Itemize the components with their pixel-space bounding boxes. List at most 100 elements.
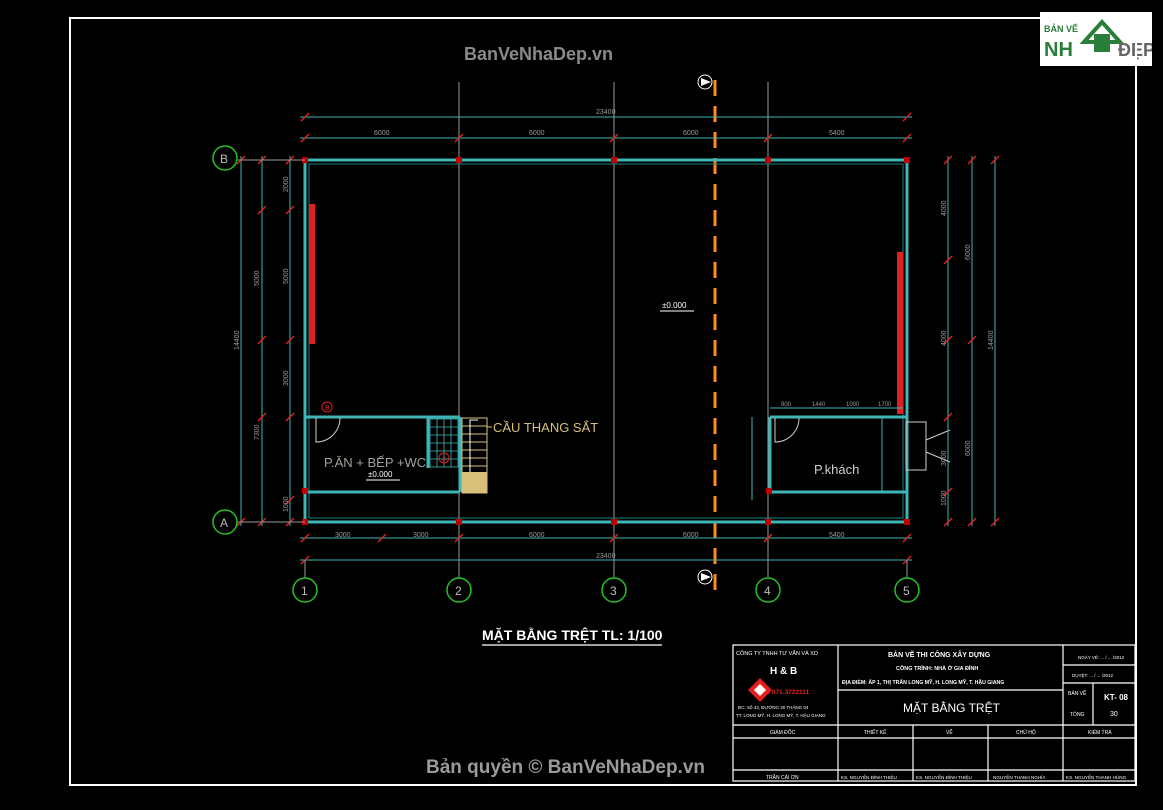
bottom-span-2: 3000 <box>413 532 429 539</box>
tick-right-inner-0 <box>943 155 953 165</box>
right-dim-4: 1000 <box>941 490 948 506</box>
top-span-4: 5400 <box>829 130 845 137</box>
tick-right-inner-5 <box>943 517 953 527</box>
drawing-frame <box>69 17 1137 786</box>
bottom-span-3: 6000 <box>529 532 545 539</box>
tag-b: B <box>325 405 330 412</box>
bottom-span-4: 6000 <box>683 532 699 539</box>
tb-date-1: NGÀY VẼ: ... / ... /2012 <box>1078 654 1125 660</box>
axis-col-label-5: 5 <box>903 584 910 598</box>
tick-left-mid-1 <box>257 205 267 215</box>
axis-col-label-1: 1 <box>301 584 308 598</box>
tb-role-1: GIÁM ĐỐC <box>770 729 796 736</box>
company-logo-mark <box>748 678 772 702</box>
left-outer: 14400 <box>234 330 241 350</box>
tick-right-inner-2 <box>943 335 953 345</box>
tb-name-3: KS. NGUYỄN ĐÌNH THIỆU <box>916 773 972 780</box>
level-kitchen: ±0.000 <box>368 470 393 479</box>
room-dimensions: 900 1440 1000 1700 <box>751 402 903 500</box>
tick-right-inner-3 <box>943 412 953 422</box>
interior-walls <box>305 415 907 494</box>
left-dimension-ticks <box>236 155 295 527</box>
tb-name-5: KS. NGUYỄN THANH HÙNG <box>1066 774 1127 780</box>
tb-date-2: DUYỆT: ... / ... /2012 <box>1072 671 1114 678</box>
tick-left-inner-1 <box>285 205 295 215</box>
tb-role-2: THIẾT KẾ <box>864 729 887 736</box>
left-dim-3: 3000 <box>283 370 290 386</box>
left-lower: 7300 <box>254 424 261 440</box>
tick-top-span-3 <box>763 133 773 143</box>
tb-project-line-2: ĐỊA ĐIỂM: ẤP 1, THỊ TRẤN LONG MỸ, H. LON… <box>842 679 1004 686</box>
tb-role-4: CHỦ HỘ <box>1016 729 1036 736</box>
section-tags: B A <box>321 401 450 464</box>
room-label-kitchen: P.ĂN + BẾP +WC <box>324 455 426 470</box>
logo-text-1: BẢN VẼ <box>1044 23 1078 34</box>
left-dim-4: 1000 <box>283 496 290 512</box>
tick-left-mid-3 <box>257 412 267 422</box>
bottom-dimension-ticks <box>300 533 912 565</box>
tick-top-outer-1 <box>902 112 912 122</box>
right-dimension-ticks <box>943 155 1000 527</box>
tick-right-mid-1 <box>967 335 977 345</box>
tick-right-inner-4 <box>943 487 953 497</box>
level-main: ±0.000 <box>662 301 687 310</box>
tick-right-mid-0 <box>967 155 977 165</box>
watermark-top: BanVeNhaDep.vn <box>464 44 614 64</box>
right-mid-1: 6000 <box>965 244 972 260</box>
tick-bottom-span-4 <box>763 533 773 543</box>
right-dim-1: 4000 <box>941 200 948 216</box>
axis-col-label-3: 3 <box>610 584 617 598</box>
tb-project-line-1: CÔNG TRÌNH: NHÀ Ở GIA ĐÌNH <box>896 664 978 672</box>
room-dim-1: 900 <box>781 402 792 408</box>
tick-top-outer-0 <box>300 112 310 122</box>
left-dim-1: 2000 <box>283 176 290 192</box>
tick-top-span-1 <box>454 133 464 143</box>
tick-bottom-span-1 <box>377 533 387 543</box>
right-mid-2: 6000 <box>965 440 972 456</box>
tb-drawing-name: MẶT BẰNG TRỆT <box>903 700 1001 715</box>
top-span-2: 6000 <box>529 130 545 137</box>
tick-right-outer-1 <box>990 517 1000 527</box>
tick-right-mid-2 <box>967 517 977 527</box>
windows <box>309 204 903 414</box>
tick-left-inner-2 <box>285 335 295 345</box>
tb-name-1: TRẦN CẢI ƠN <box>766 774 799 781</box>
tick-left-mid-2 <box>257 335 267 345</box>
room-dim-4: 1700 <box>878 402 892 408</box>
axis-bubble-4 <box>755 577 781 603</box>
title-block <box>732 644 1136 782</box>
top-dimension-ticks <box>300 112 912 143</box>
axis-row-b: B <box>220 152 228 166</box>
axis-column-markers: 1 2 3 4 5 <box>292 560 920 603</box>
watermark-bottom: Bản quyền © BanVeNhaDep.vn <box>426 757 706 778</box>
bottom-span-1: 3000 <box>335 532 351 539</box>
tick-bottom-span-0 <box>300 533 310 543</box>
tick-right-outer-0 <box>990 155 1000 165</box>
axis-bubble-1 <box>292 577 318 603</box>
tb-sheet-label: BẢN VẼ <box>1068 690 1087 697</box>
tb-company-short: H & B <box>770 666 797 677</box>
axis-col-label-2: 2 <box>455 584 462 598</box>
section-markers <box>697 74 713 585</box>
bottom-dimensions <box>300 537 912 561</box>
right-dim-3: 3000 <box>941 450 948 466</box>
tb-name-2: KS. NGUYỄN ĐÌNH THIỆU <box>841 773 897 780</box>
tb-name-4: NGUYỄN THANH NGHĨA <box>993 774 1046 780</box>
bottom-overall: 23400 <box>596 553 616 560</box>
tb-sheet-no: KT- 08 <box>1104 693 1129 702</box>
tag-a: A <box>442 456 447 463</box>
top-span-3: 6000 <box>683 130 699 137</box>
top-overall: 23400 <box>596 109 616 116</box>
top-dimensions <box>300 116 912 139</box>
axis-col-label-4: 4 <box>764 584 771 598</box>
tb-total-no: 30 <box>1110 711 1118 718</box>
tb-phone: ĐT: 071.3722111 <box>760 689 810 696</box>
room-dim-2: 1440 <box>812 402 826 408</box>
tick-top-span-4 <box>902 133 912 143</box>
top-span-1: 6000 <box>374 130 390 137</box>
axis-bubble-5 <box>894 577 920 603</box>
tick-left-inner-3 <box>285 412 295 422</box>
tick-top-span-2 <box>609 133 619 143</box>
left-mid: 5000 <box>254 270 261 286</box>
